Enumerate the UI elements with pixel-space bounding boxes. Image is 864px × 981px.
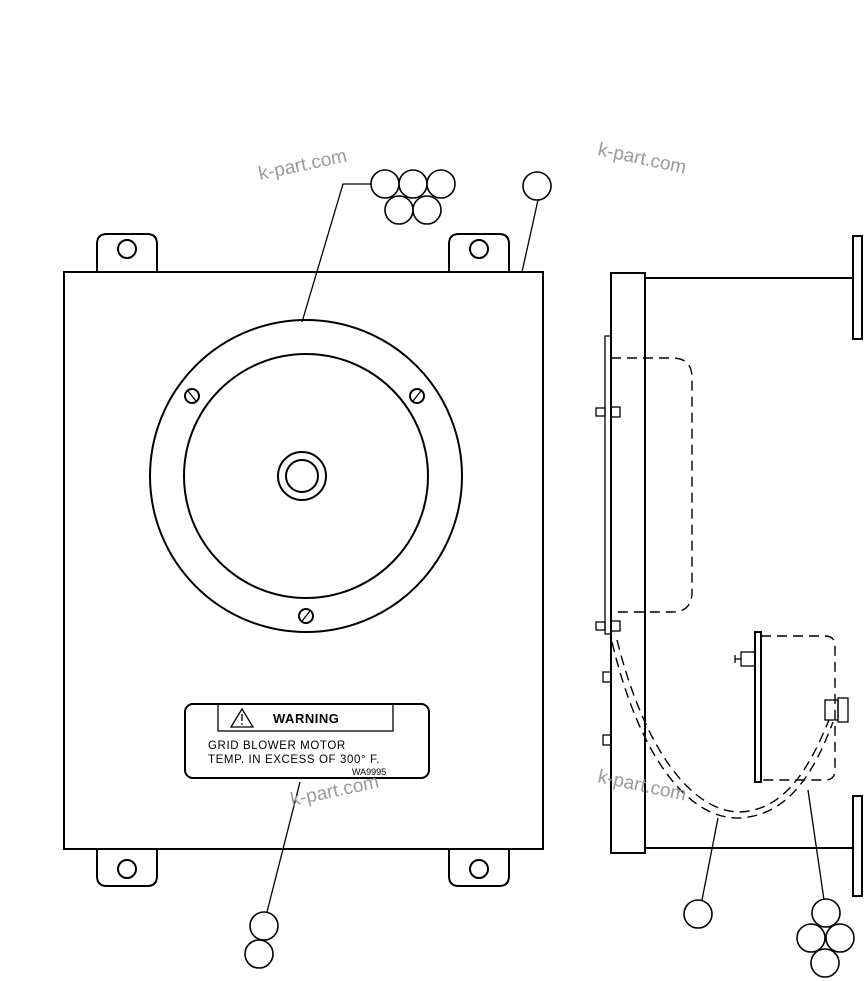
warning-line-1: GRID BLOWER MOTOR (208, 740, 346, 752)
warning-title: WARNING (273, 711, 339, 726)
side-housing (645, 277, 853, 849)
callout-balloon (811, 898, 841, 928)
side-view (595, 235, 863, 897)
mounting-tab-top-left (96, 233, 158, 272)
motor-assembly (149, 319, 463, 633)
callout-balloon (810, 948, 840, 978)
cable (611, 639, 834, 819)
callout-group-motor (370, 169, 456, 225)
callout-balloon (398, 169, 428, 199)
screw-icon (184, 388, 200, 404)
watermark-text: k-part.com (596, 139, 688, 178)
callout-balloon (796, 923, 826, 953)
callout-balloon (683, 899, 713, 929)
callout-balloon (412, 195, 442, 225)
callout-balloon (522, 171, 552, 201)
bumper-bottom (602, 734, 612, 746)
stud-bottom (595, 620, 621, 632)
callout-balloon (244, 939, 274, 969)
watermark-text: k-part.com (257, 146, 349, 185)
mounting-tab-bottom-left (96, 849, 158, 887)
warning-triangle-icon (229, 707, 255, 728)
mounting-tab-bottom-right (448, 849, 510, 887)
motor-mount-plate (604, 335, 612, 635)
callout-group-bracket (796, 898, 855, 978)
screw-icon (409, 388, 425, 404)
side-flange-bottom (852, 795, 863, 897)
warning-code: WA9995 (352, 767, 386, 777)
callout-balloon (249, 911, 279, 941)
warning-line-2: TEMP. IN EXCESS OF 300° F. (208, 754, 380, 766)
housing-front (63, 271, 544, 850)
bumper-top (602, 671, 612, 683)
callout-balloon (825, 923, 855, 953)
callout-balloon (370, 169, 400, 199)
callout-group-plate (244, 911, 279, 969)
callout-cable (683, 899, 713, 929)
screw-icon (298, 608, 314, 624)
leader-lines (266, 183, 825, 913)
side-front-panel (610, 272, 646, 854)
warning-plate: WARNING GRID BLOWER MOTOR TEMP. IN EXCES… (184, 703, 430, 779)
stud-top (595, 406, 621, 418)
callout-top-right (522, 171, 552, 201)
side-flange-top (852, 235, 863, 340)
mounting-tab-top-right (448, 233, 510, 272)
callout-balloon (426, 169, 456, 199)
callout-balloon (384, 195, 414, 225)
bracket-assembly (734, 631, 849, 783)
front-view: WARNING GRID BLOWER MOTOR TEMP. IN EXCES… (63, 233, 544, 887)
motor-body-hidden (611, 357, 693, 613)
